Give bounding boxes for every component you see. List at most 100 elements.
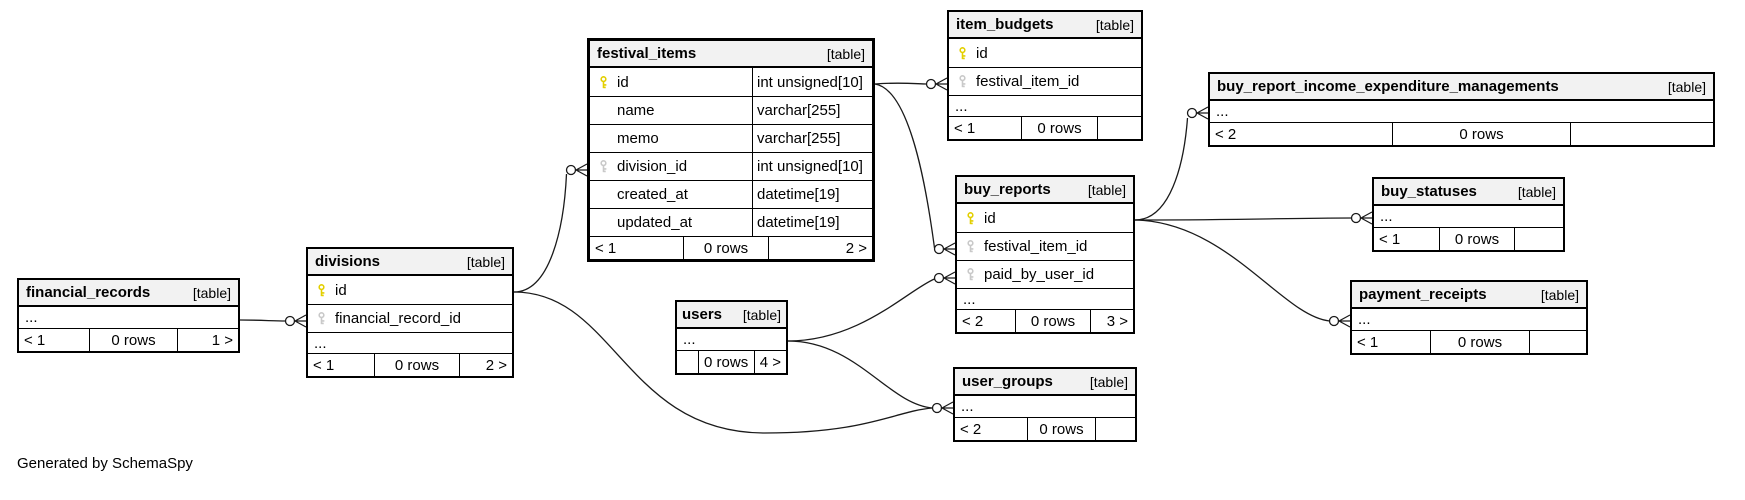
column-row: created_at datetime[19]: [590, 180, 872, 208]
table-footer: < 1 0 rows: [949, 116, 1141, 139]
table-tag: [table]: [192, 284, 231, 301]
table-tag: [table]: [1517, 183, 1556, 200]
zero-or-many-circle: [931, 402, 943, 414]
table-payment-receipts[interactable]: payment_receipts [table] ... < 1 0 rows: [1350, 280, 1588, 355]
table-financial-records[interactable]: financial_records [table] ... < 1 0 rows…: [17, 278, 240, 353]
table-item-budgets[interactable]: item_budgets [table] id festival_item_id…: [947, 10, 1143, 141]
table-header: payment_receipts [table]: [1352, 282, 1586, 309]
primary-key-icon: [315, 283, 329, 297]
related-next: [1514, 228, 1563, 250]
related-next: 2 >: [459, 354, 512, 376]
table-name[interactable]: buy_reports: [964, 181, 1051, 198]
table-name[interactable]: buy_report_income_expenditure_management…: [1217, 78, 1559, 95]
column-type: int unsigned[10]: [752, 68, 872, 96]
related-prev: < 2: [1215, 125, 1237, 143]
column-name: memo: [617, 130, 659, 147]
related-prev: < 1: [1357, 333, 1379, 351]
row-count: 0 rows: [697, 351, 754, 373]
zero-or-many-circle: [925, 78, 937, 90]
table-name[interactable]: financial_records: [26, 284, 151, 301]
column-row: financial_record_id: [308, 304, 512, 332]
table-header: buy_statuses [table]: [1374, 179, 1563, 206]
table-header: users [table]: [677, 302, 786, 329]
related-prev: < 2: [960, 420, 982, 438]
table-name[interactable]: divisions: [315, 253, 381, 270]
column-row: festival_item_id: [949, 67, 1141, 95]
column-row: paid_by_user_id: [957, 260, 1133, 288]
table-tag: [table]: [466, 253, 505, 270]
related-next: [1529, 331, 1586, 353]
table-name[interactable]: item_budgets: [956, 16, 1054, 33]
generated-by-note: Generated by SchemaSpy: [17, 455, 193, 472]
table-user-groups[interactable]: user_groups [table] ... < 2 0 rows: [953, 367, 1137, 442]
row-count: 0 rows: [1021, 117, 1097, 139]
row-count: 0 rows: [683, 237, 768, 259]
foreign-key-icon: [597, 160, 611, 174]
table-buy-report-income-expenditure-managements[interactable]: buy_report_income_expenditure_management…: [1208, 72, 1715, 147]
column-name: name: [617, 102, 655, 119]
related-prev: < 1: [1379, 230, 1401, 248]
crowfoot-icon: [1337, 314, 1351, 328]
related-next: 2 >: [768, 237, 872, 259]
related-prev: < 1: [313, 356, 335, 374]
table-tag: [table]: [742, 306, 781, 323]
column-row: id: [949, 39, 1141, 67]
table-name[interactable]: festival_items: [597, 45, 697, 62]
rel-buy-reports-buy-statuses: [1134, 211, 1373, 225]
rel-users-user-groups: [787, 340, 933, 409]
zero-or-many-circle: [565, 164, 577, 176]
foreign-key-icon: [964, 240, 978, 254]
table-tag: [table]: [1540, 286, 1579, 303]
column-type: varchar[255]: [752, 125, 872, 152]
crowfoot-icon: [1359, 211, 1373, 225]
hidden-columns-row: ...: [1216, 103, 1229, 120]
row-count: 0 rows: [1392, 123, 1570, 145]
table-name[interactable]: users: [682, 306, 723, 323]
table-footer: < 2 0 rows 3 >: [957, 309, 1133, 332]
primary-key-icon: [956, 46, 970, 60]
table-buy-statuses[interactable]: buy_statuses [table] ... < 1 0 rows: [1372, 177, 1565, 252]
related-next: 3 >: [1090, 310, 1133, 332]
crowfoot-icon: [934, 77, 948, 91]
primary-key-icon: [597, 75, 611, 89]
column-type: varchar[255]: [752, 97, 872, 124]
table-users[interactable]: users [table] ... 0 rows 4 >: [675, 300, 788, 375]
column-name: paid_by_user_id: [984, 266, 1095, 283]
table-header: buy_report_income_expenditure_management…: [1210, 74, 1713, 101]
related-prev: < 2: [962, 312, 984, 330]
row-count: 0 rows: [1430, 331, 1529, 353]
table-name[interactable]: user_groups: [962, 373, 1053, 390]
column-name: financial_record_id: [335, 310, 461, 327]
table-header: festival_items [table]: [590, 41, 872, 68]
zero-or-many-circle: [933, 243, 945, 255]
table-tag: [table]: [1095, 16, 1134, 33]
key-icon-spacer: [597, 216, 611, 230]
table-header: buy_reports [table]: [957, 177, 1133, 204]
table-festival-items[interactable]: festival_items [table] id int unsigned[1…: [587, 38, 875, 262]
rel-buy-reports-buy-report-income-expenditure-managements: [1134, 106, 1209, 221]
row-count: 0 rows: [1015, 310, 1090, 332]
table-buy-reports[interactable]: buy_reports [table] id festival_item_id …: [955, 175, 1135, 334]
column-row: name varchar[255]: [590, 96, 872, 124]
hidden-columns-row: ...: [308, 332, 512, 353]
table-name[interactable]: buy_statuses: [1381, 183, 1477, 200]
column-name: created_at: [617, 186, 688, 203]
foreign-key-icon: [964, 268, 978, 282]
foreign-key-icon: [956, 75, 970, 89]
hidden-columns-row: ...: [957, 288, 1133, 309]
related-next: 1 >: [177, 329, 238, 351]
row-count: 0 rows: [89, 329, 177, 351]
zero-or-many-circle: [933, 272, 945, 284]
zero-or-many-circle: [1186, 107, 1198, 119]
table-footer: < 2 0 rows: [1210, 122, 1713, 145]
column-type: datetime[19]: [752, 209, 872, 236]
crowfoot-icon: [293, 314, 307, 328]
table-name[interactable]: payment_receipts: [1359, 286, 1487, 303]
crowfoot-icon: [574, 163, 588, 177]
table-divisions[interactable]: divisions [table] id financial_record_id…: [306, 247, 514, 378]
related-next: [1097, 117, 1141, 139]
column-type: int unsigned[10]: [752, 153, 872, 180]
row-count: 0 rows: [1439, 228, 1514, 250]
